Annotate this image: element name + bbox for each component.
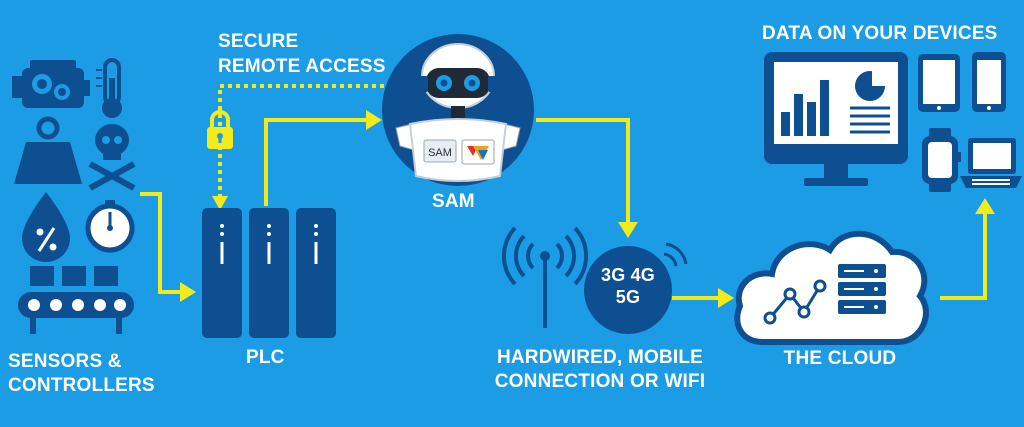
laptop-icon	[960, 138, 1022, 188]
sam-label: SAM	[432, 191, 475, 212]
cloud-label: THE CLOUD	[783, 348, 897, 369]
flow-arrows	[140, 84, 987, 300]
devices-label: DATA ON YOUR DEVICES	[762, 23, 998, 44]
tablet-icon	[918, 54, 960, 112]
engine-icon	[12, 60, 90, 108]
robot-badge-text: SAM	[428, 147, 452, 159]
weight-icon	[14, 116, 82, 184]
plc-module-icon	[202, 208, 336, 338]
secure-access-label-line1: SECURE	[218, 31, 299, 52]
humidity-drop-icon	[22, 192, 70, 262]
plc-label: PLC	[246, 347, 285, 368]
robot-icon: SAM	[382, 34, 534, 186]
dotted-secure-link	[218, 84, 384, 200]
arrow-cloud-to-devices	[940, 214, 987, 300]
connection-label-line1: HARDWIRED, MOBILE	[496, 347, 704, 368]
secure-access-label-line2: REMOTE ACCESS	[218, 56, 386, 77]
network-label-line1: 3G 4G	[600, 265, 656, 285]
sensors-label-line2: CONTROLLERS	[8, 375, 155, 396]
monitor-chart-icon	[764, 52, 908, 186]
arrow-sensors-to-plc	[140, 192, 182, 294]
smartwatch-icon	[922, 128, 961, 192]
network-label-line2: 5G	[615, 287, 641, 307]
gauge-icon	[85, 200, 135, 253]
arrow-plc-to-sam	[264, 118, 366, 206]
conveyor-belt-icon	[18, 266, 134, 334]
padlock-icon	[207, 110, 233, 149]
connection-label-line2: CONNECTION OR WIFI	[494, 371, 706, 392]
cloud-server-icon	[734, 230, 929, 345]
antenna-icon	[501, 226, 589, 328]
thermometer-icon	[96, 58, 122, 118]
arrow-sam-to-network	[536, 118, 630, 222]
smartphone-icon	[972, 52, 1006, 112]
network-circle-icon	[584, 242, 688, 334]
arrow-heads	[180, 110, 995, 308]
sensors-label-line1: SENSORS &	[8, 351, 122, 372]
skull-crossbones-icon	[88, 124, 136, 191]
